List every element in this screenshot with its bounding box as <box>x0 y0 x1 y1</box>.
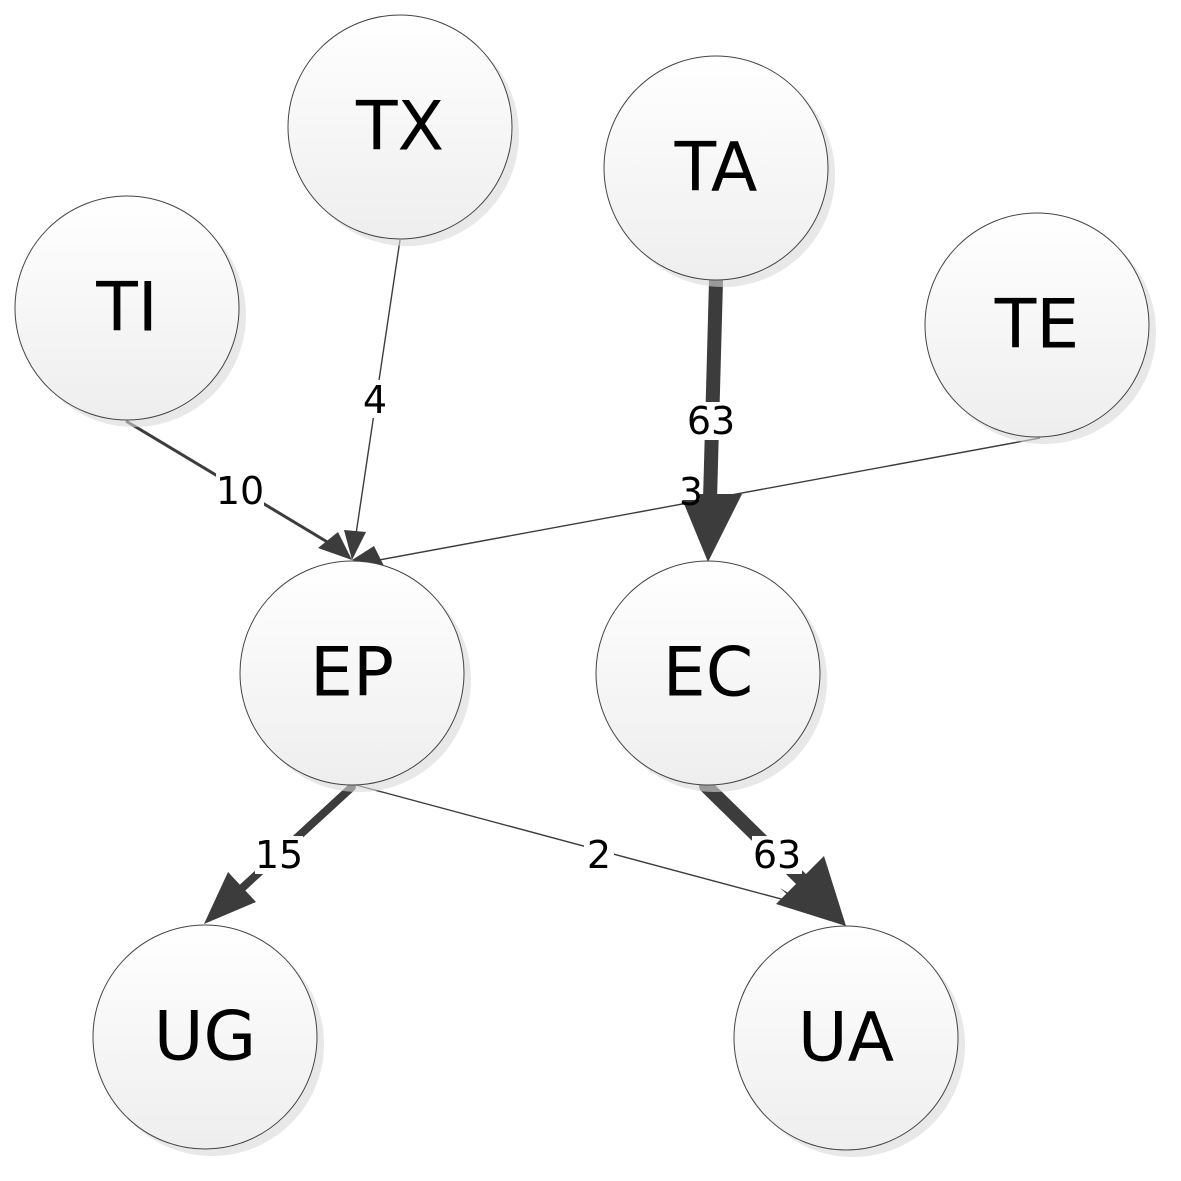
node-ta-circle <box>603 55 829 281</box>
node-ec: EC <box>595 560 827 792</box>
edge-tx-ep-arrowhead <box>344 530 366 560</box>
edge-ti-ep-weight: 10 <box>216 469 264 513</box>
node-tx-label: TX <box>355 88 444 167</box>
node-ua: UA <box>733 925 965 1157</box>
edge-te-ep-weight: 3 <box>679 470 703 514</box>
node-ti-label: TI <box>95 269 158 348</box>
edge-ta-ec-arrowhead <box>680 494 742 562</box>
edges-layer <box>125 239 1041 926</box>
node-ta-label: TA <box>674 129 758 208</box>
edge-ec-ua-weight: 63 <box>753 833 801 877</box>
edge-ep-ua-weight: 2 <box>587 833 611 877</box>
edge-ta-ec-weight: 63 <box>687 399 735 443</box>
node-ec-label: EC <box>663 634 753 713</box>
node-ep-circle <box>239 560 465 786</box>
node-tx: TX <box>287 14 519 246</box>
node-ta: TA <box>603 55 835 287</box>
node-ep: EP <box>239 560 471 792</box>
edge-ta-ec <box>680 274 742 562</box>
node-ug: UG <box>92 924 324 1156</box>
node-ug-label: UG <box>154 998 256 1077</box>
edge-ec-ua-arrowhead <box>776 856 846 926</box>
edge-ep-ug-weight: 15 <box>255 833 303 877</box>
node-ec-circle <box>595 560 821 786</box>
node-ep-label: EP <box>310 634 394 713</box>
edge-tx-ep-weight: 4 <box>363 378 387 422</box>
node-ti-circle <box>14 195 240 421</box>
node-ua-label: UA <box>798 999 894 1078</box>
nodes-layer: TX TA TI TE EP EC UG <box>14 14 1156 1157</box>
node-tx-circle <box>287 14 513 240</box>
node-ug-circle <box>92 924 318 1150</box>
node-ua-circle <box>733 925 959 1151</box>
node-ti: TI <box>14 195 246 427</box>
edge-labels-layer: 4 10 63 3 15 2 63 <box>216 378 802 877</box>
edge-ti-ep-arrowhead <box>318 532 352 560</box>
node-te: TE <box>924 212 1156 444</box>
node-te-circle <box>924 212 1150 438</box>
node-te-label: TE <box>994 286 1080 365</box>
edge-ep-ug-arrowhead <box>204 872 256 924</box>
